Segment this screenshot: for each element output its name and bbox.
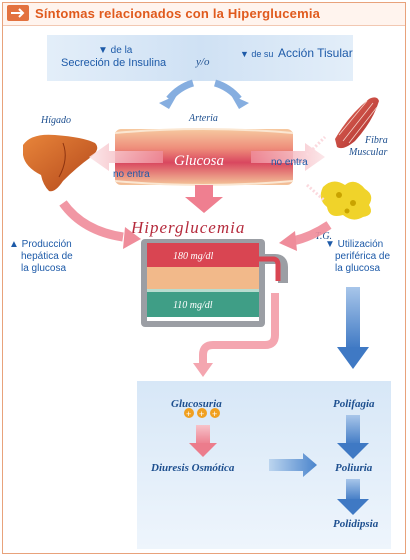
artery-label: Arteria: [188, 113, 218, 124]
triglycerides-label: T.G.: [315, 231, 332, 242]
title-bar: Síntomas relacionados con la Hiperglucem…: [3, 3, 405, 26]
normal-glucose-layer: [147, 289, 259, 317]
diagram-frame: Síntomas relacionados con la Hiperglucem…: [2, 2, 406, 554]
tissue-action-label: Acción Tisular: [278, 46, 353, 60]
utilization-line1: ▼ Utilización: [325, 239, 383, 250]
hyperglycemia-title: Hiperglucemia: [130, 218, 245, 237]
blue-arrowhead-right: [231, 95, 249, 109]
svg-text:+: +: [212, 409, 217, 419]
high-glucose-value: 180 mg/dl: [173, 251, 214, 262]
glucosuria-arrowhead: [189, 443, 217, 457]
plus-signs: + + +: [184, 408, 220, 419]
page-title: Síntomas relacionados con la Hiperglucem…: [35, 6, 321, 21]
overflow-to-urine-pipe: [199, 293, 279, 365]
muscle-fiber-label-line1: Fibra: [364, 135, 388, 146]
glucose-no-entry-arrow-left: [89, 143, 163, 171]
liver-icon: [23, 134, 98, 192]
svg-text:+: +: [199, 409, 204, 419]
insulin-deficit-box: [47, 35, 353, 81]
normal-glucose-value: 110 mg/dl: [173, 300, 213, 311]
production-line1: ▲ Producción: [9, 239, 72, 250]
tg-arrowhead: [279, 231, 297, 251]
utilization-line3: la glucosa: [335, 263, 380, 274]
liver-label: Hígado: [40, 115, 71, 126]
polyuria-arrowhead: [337, 499, 369, 515]
muscle-fiber-label-line2: Muscular: [348, 147, 387, 158]
diuresis-to-polyuria-arrow: [269, 453, 317, 477]
blue-arrow-right: [213, 79, 242, 102]
insulin-decrease-label: ▼ de la: [98, 45, 133, 56]
liver-to-blood-arrow: [59, 200, 124, 242]
polyphagia-label: Polifagia: [333, 398, 375, 410]
utilization-down-arrow: [346, 287, 360, 349]
symptoms-box: [137, 381, 391, 549]
blue-arrowhead-left: [159, 95, 177, 109]
glucose-down-arrow: [185, 185, 223, 213]
hyperglycemia-diagram: ▼ de la Secreción de Insulina y/o ▼ de s…: [9, 35, 391, 549]
glucosuria-label: Glucosuria: [171, 398, 222, 410]
polyphagia-arrowhead: [337, 443, 369, 459]
tissue-action-prefix: ▼ de su: [240, 49, 273, 59]
intermediate-glucose-layer: [147, 267, 259, 289]
no-entry-label-right: no entra: [271, 157, 308, 168]
glucosuria-down-arrow: [196, 425, 210, 445]
arrow-right-icon: [7, 5, 29, 21]
glucose-no-entry-arrow-right: [251, 143, 325, 171]
polyuria-label: Poliuria: [335, 462, 373, 474]
tg-to-blood-arrow: [291, 221, 332, 246]
glucose-label: Glucosa: [174, 153, 224, 169]
svg-text:+: +: [186, 409, 191, 419]
overflow-arrowhead: [193, 363, 213, 377]
triglycerides-icon: [320, 181, 372, 220]
no-entry-label-left: no entra: [113, 169, 150, 180]
polydipsia-label: Polidipsia: [333, 518, 379, 530]
liver-arrowhead: [123, 227, 141, 249]
insulin-secretion-label: Secreción de Insulina: [61, 57, 167, 69]
artery-tube: [115, 129, 293, 185]
utilization-arrowhead: [337, 347, 369, 369]
polyphagia-down-arrow: [346, 415, 360, 445]
and-or-connector: y/o: [195, 56, 210, 68]
dotted-arrows: [305, 135, 327, 203]
osmotic-diuresis-label: Diuresis Osmótica: [150, 462, 235, 474]
production-line2: hepática de: [21, 251, 73, 262]
muscle-fiber-icon: [335, 97, 379, 149]
high-glucose-layer: [147, 243, 259, 267]
utilization-line2: periférica de: [335, 251, 390, 262]
blood-glucose-container: [141, 239, 288, 327]
blue-arrow-left: [166, 79, 195, 102]
production-line3: la glucosa: [21, 263, 66, 274]
polyuria-down-arrow: [346, 479, 360, 501]
